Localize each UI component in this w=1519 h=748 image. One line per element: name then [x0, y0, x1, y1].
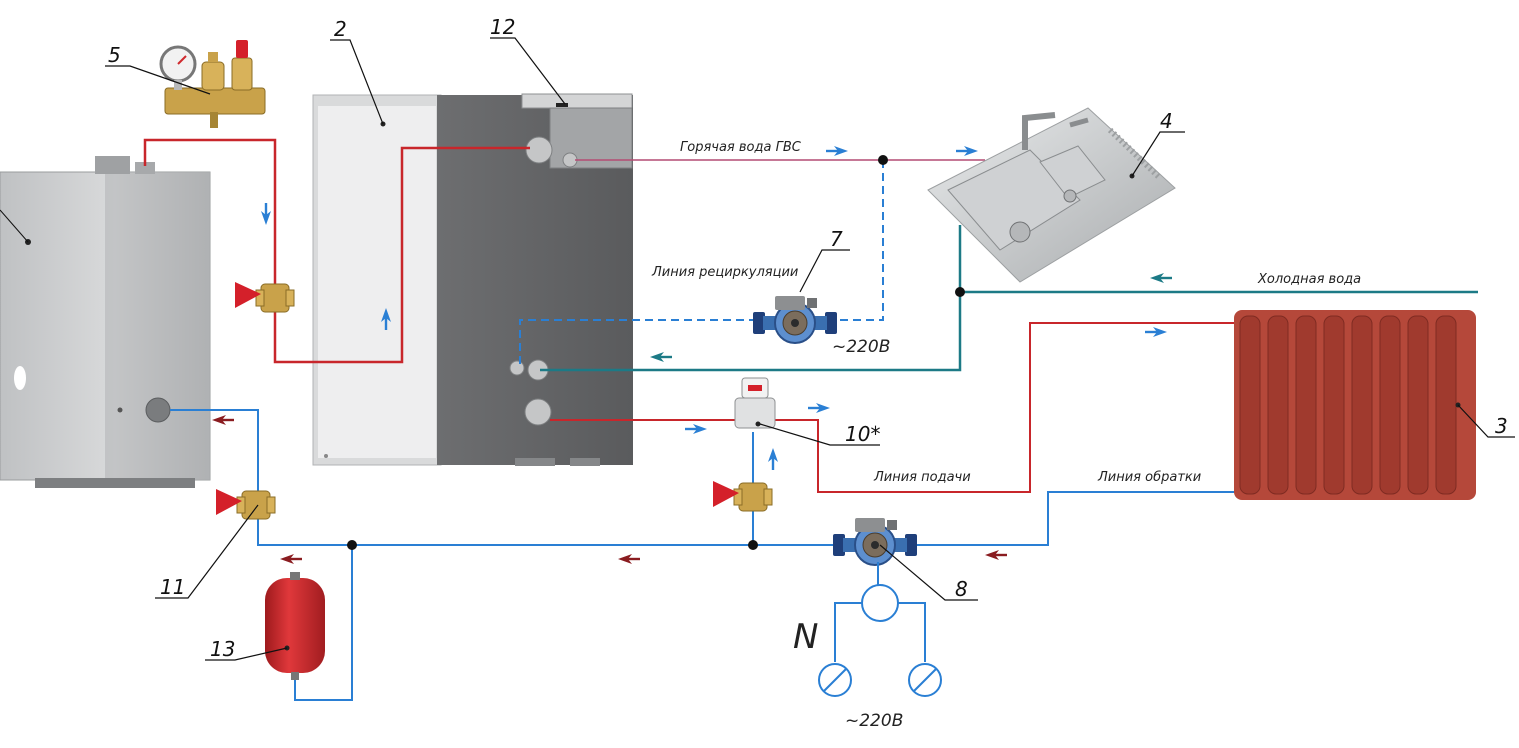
- heating-circulation-pump: [832, 517, 918, 566]
- junction-dot: [748, 540, 758, 550]
- ball-valve-upper: [234, 281, 295, 313]
- junction-dot: [347, 540, 357, 550]
- recirculation-pump: [752, 295, 838, 344]
- callout-12: 12: [490, 15, 515, 39]
- expansion-tank: [265, 572, 325, 680]
- junction-dot: [878, 155, 888, 165]
- callout-2: 2: [334, 17, 347, 41]
- expansion-branch-pipe: [294, 545, 353, 701]
- callout-leaders: [105, 37, 1515, 661]
- junction-dot: [955, 287, 965, 297]
- boiler-hot-pipe: [143, 138, 530, 364]
- callout-8: 8: [955, 577, 968, 601]
- safety-group: [159, 40, 266, 128]
- sink: [927, 107, 1176, 283]
- supply-pipe: [550, 322, 1235, 493]
- return-line-label: Линия обратки: [1097, 470, 1201, 485]
- cold-water-label: Холодная вода: [1257, 272, 1361, 287]
- callout-5: 5: [108, 43, 121, 67]
- recirculation-pipe: [519, 160, 884, 368]
- hot-water-label: Горячая вода ГВС: [680, 140, 802, 155]
- radiator: [1234, 310, 1476, 500]
- supply-line-label: Линия подачи: [873, 470, 971, 485]
- indirect-water-heater: [312, 93, 633, 466]
- pump7-voltage-label: ~220В: [832, 337, 890, 357]
- ball-valve-mixer: [712, 480, 773, 512]
- callout-7: 7: [830, 227, 843, 251]
- callout-3: 3: [1495, 414, 1508, 438]
- boiler-callout-leader: [0, 209, 29, 243]
- neutral-label: N: [793, 617, 818, 657]
- callout-4: 4: [1160, 109, 1173, 133]
- callout-13: 13: [210, 637, 235, 661]
- ball-valve-lower: [215, 488, 276, 520]
- callout-10: 10*: [845, 422, 880, 446]
- boiler-return-pipe: [170, 409, 1238, 546]
- cold-water-pipe: [540, 225, 1478, 372]
- gas-boiler: [0, 156, 211, 488]
- electrical-schematic: [818, 562, 942, 697]
- callout-11: 11: [160, 575, 185, 599]
- recirculation-label: Линия рециркуляции: [651, 265, 798, 280]
- mains-voltage-label: ~220В: [845, 711, 903, 731]
- mixing-valve: [734, 377, 776, 429]
